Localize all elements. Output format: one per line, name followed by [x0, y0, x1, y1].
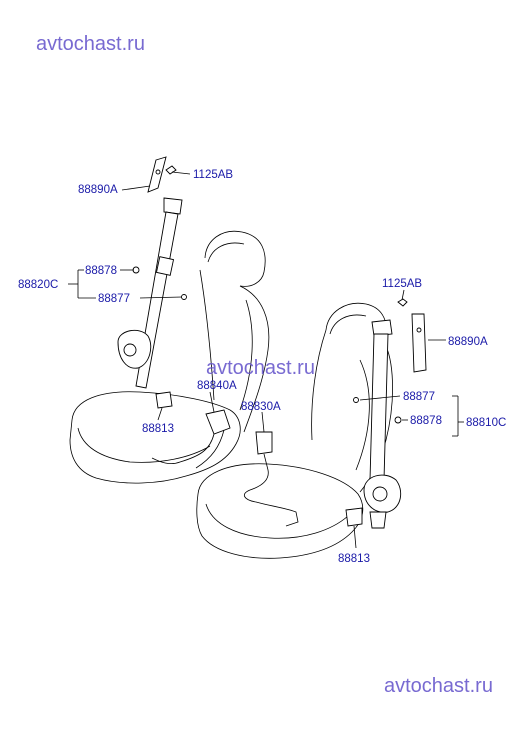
left-headrest	[204, 230, 266, 287]
right-webbing	[369, 333, 389, 481]
leader-88877-left	[139, 296, 183, 299]
watermark-top: avtochast.ru	[36, 33, 145, 55]
leader-88813-right	[353, 525, 357, 549]
right-bolt-1125AB	[397, 298, 408, 307]
right-bolt-88877	[353, 397, 359, 403]
left-backrest-edge	[199, 269, 215, 401]
right-buckle-88830A	[255, 431, 273, 455]
right-belt-assembly	[243, 298, 427, 529]
left-belt-assembly	[117, 156, 231, 469]
label-88878-right: 88878	[410, 415, 442, 427]
label-88810C: 88810C	[466, 417, 506, 429]
left-backrest-side	[239, 285, 270, 433]
right-seat	[196, 302, 393, 559]
label-88820C: 88820C	[18, 279, 58, 291]
label-88813-right: 88813	[338, 553, 370, 565]
label-1125AB-right: 1125AB	[382, 278, 422, 290]
label-88878-left: 88878	[85, 265, 117, 277]
leader-88877-right	[359, 395, 401, 401]
left-retractor-spool	[123, 343, 137, 357]
right-upper-anchor-bracket	[411, 313, 427, 373]
right-bolt-88878	[394, 416, 402, 424]
right-retractor-base	[369, 511, 387, 529]
left-cushion	[69, 391, 241, 484]
leader-1125AB-right	[401, 289, 405, 301]
left-cushion-seam	[77, 427, 211, 463]
right-headrest-inner	[329, 314, 367, 335]
leader-88890A-left	[121, 185, 151, 191]
label-88830A: 88830A	[241, 401, 281, 413]
right-backrest-edge	[311, 329, 327, 441]
left-backrest-seam	[239, 299, 253, 411]
left-lap-anchor	[155, 391, 173, 409]
label-88890A-left: 88890A	[78, 184, 118, 196]
leader-88813-left	[157, 407, 163, 421]
left-buckle-cable-2	[195, 429, 225, 469]
label-88840A: 88840A	[197, 380, 237, 392]
label-88890A-right: 88890A	[448, 336, 488, 348]
left-buckle-cable	[151, 433, 215, 465]
left-seat	[69, 230, 270, 484]
label-88813-left: 88813	[142, 423, 174, 435]
right-cushion-seam	[205, 503, 349, 539]
left-headrest-inner	[207, 242, 245, 263]
left-bracket-hole	[155, 169, 161, 175]
label-88877-left: 88877	[98, 293, 130, 305]
right-buckle-cable	[243, 453, 299, 527]
right-backrest-seam	[355, 359, 370, 471]
watermark-bottom: avtochast.ru	[384, 675, 493, 697]
left-bolt-88877	[181, 294, 187, 300]
part-labels: 1125AB 88890A 88878 88820C 88877 88840A …	[18, 169, 506, 565]
left-bolt-1125AB	[165, 165, 177, 175]
left-buckle-88840A	[205, 409, 231, 435]
left-height-adjuster	[155, 256, 175, 276]
leader-88840A	[209, 391, 215, 413]
right-cushion	[196, 463, 364, 559]
leader-88830A	[261, 411, 265, 433]
label-1125AB-left: 1125AB	[193, 169, 233, 181]
leader-1125AB-left	[171, 171, 191, 175]
left-d-ring	[163, 197, 183, 215]
right-retractor-spool	[372, 486, 388, 502]
right-bracket-hole	[416, 327, 422, 333]
left-upper-anchor-bracket	[147, 156, 167, 193]
right-d-ring	[371, 319, 393, 337]
label-88877-right: 88877	[403, 391, 435, 403]
leader-lines	[68, 171, 464, 549]
right-lap-anchor	[345, 507, 363, 527]
watermark-middle: avtochast.ru	[206, 357, 315, 379]
